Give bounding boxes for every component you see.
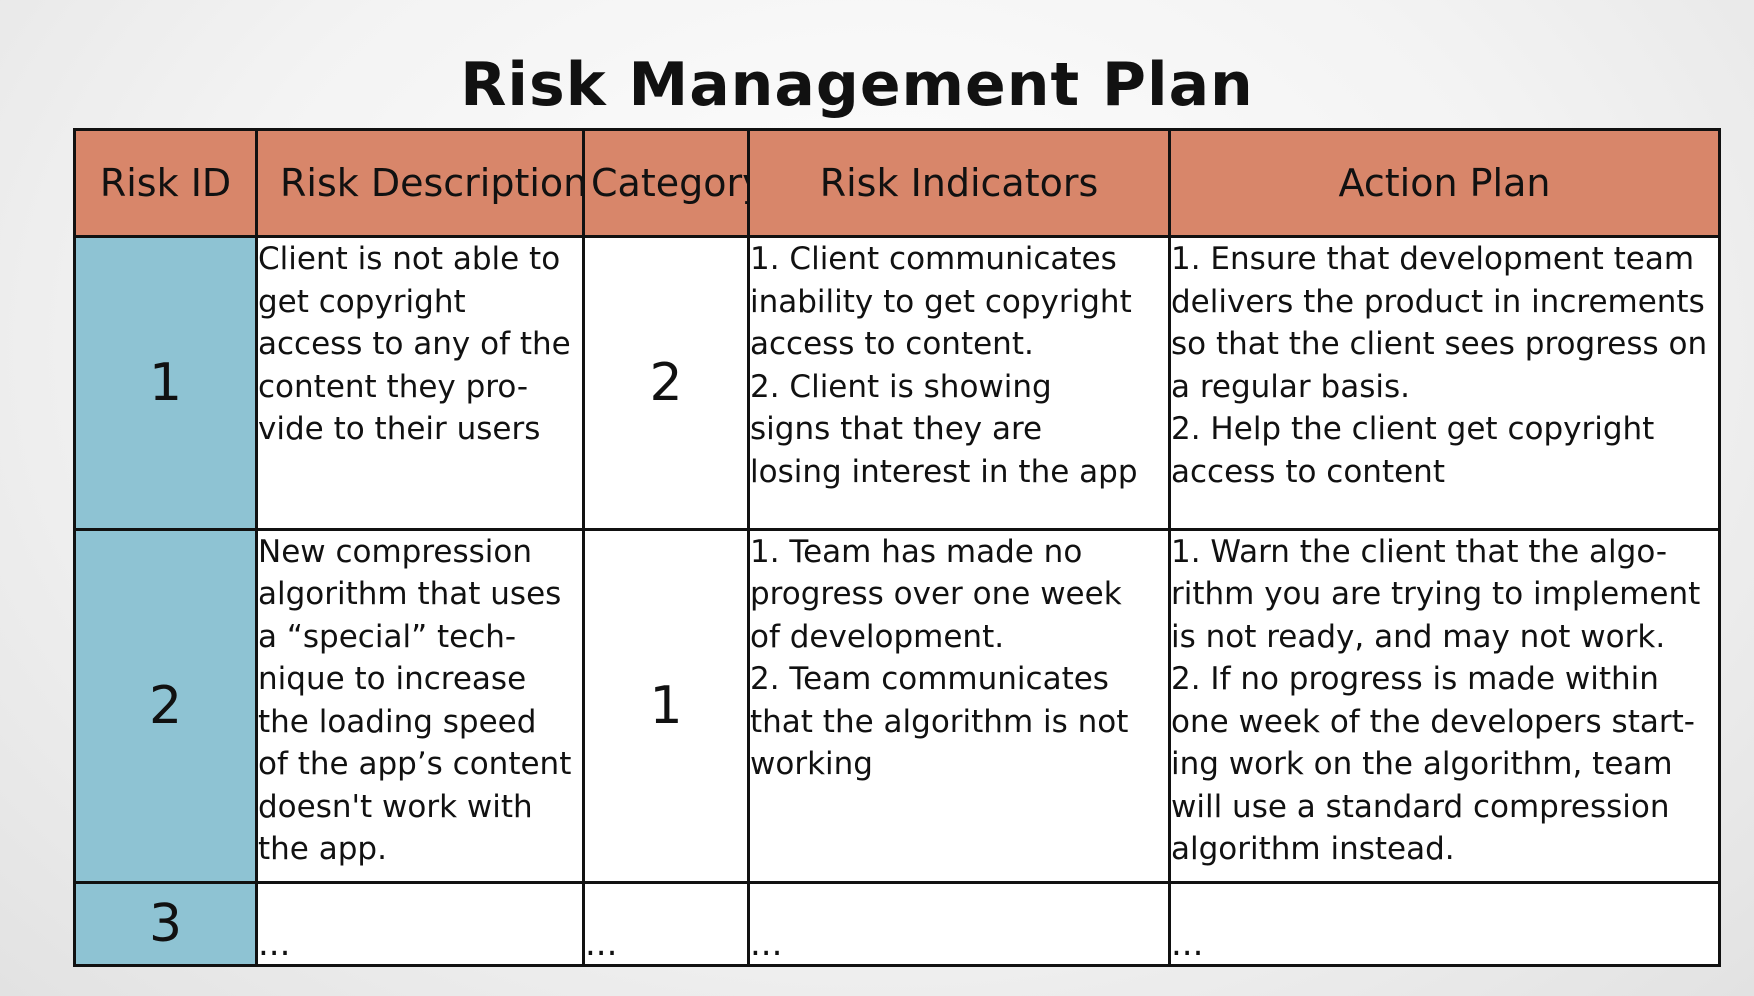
header-action-plan: Action Plan bbox=[1168, 128, 1721, 238]
action-plan-line: access to content bbox=[1171, 453, 1445, 490]
risk-indicators-line: access to content. bbox=[750, 326, 1034, 362]
action-plan-line: will use a standard compression bbox=[1171, 788, 1670, 825]
header-category: Category bbox=[582, 128, 750, 238]
risk-description-line: the loading speed bbox=[258, 703, 537, 740]
header-risk-indicators: Risk Indicators bbox=[747, 128, 1171, 238]
risk-description-cell: New compression algorithm that uses a “s… bbox=[255, 527, 585, 884]
risk-description-cell: ... bbox=[255, 880, 585, 968]
risk-description-line: of the app’s content bbox=[258, 746, 572, 783]
action-plan-line: 2. If no progress is made within bbox=[1171, 661, 1659, 698]
risk-indicators-line: of development. bbox=[750, 618, 1005, 655]
risk-indicators-line: signs that they are bbox=[750, 411, 1043, 447]
action-plan-line: a regular basis. bbox=[1171, 368, 1410, 405]
action-plan-cell: 1. Warn the client that the algo- rithm … bbox=[1168, 527, 1721, 884]
risk-description-line: get copyright bbox=[258, 283, 466, 320]
risk-indicators-line: 1. Client communicates bbox=[750, 241, 1117, 277]
risk-description-cell: Client is not able to get copyright acce… bbox=[255, 235, 585, 531]
risk-id-cell: 3 bbox=[73, 880, 258, 968]
risk-description-line: a “special” tech- bbox=[258, 618, 517, 655]
risk-description-line: algorithm that uses bbox=[258, 576, 562, 613]
risk-indicators-cell: 1. Team has made no progress over one we… bbox=[747, 527, 1171, 884]
action-plan-line: 1. Warn the client that the algo- bbox=[1171, 533, 1668, 570]
risk-description-line: Client is not able to bbox=[258, 241, 561, 277]
action-plan-line: delivers the product in increments bbox=[1171, 283, 1705, 320]
header-risk-description: Risk Description bbox=[255, 128, 585, 238]
action-plan-cell: ... bbox=[1168, 880, 1721, 968]
category-cell: ... bbox=[582, 880, 750, 968]
risk-id-cell: 2 bbox=[73, 527, 258, 884]
page-title: Risk Management Plan bbox=[460, 50, 1254, 120]
action-plan-line: 2. Help the client get copyright bbox=[1171, 411, 1655, 447]
risk-description-line: vide to their users bbox=[258, 411, 541, 447]
action-plan-line: so that the client sees progress on bbox=[1171, 326, 1708, 362]
risk-indicators-cell: ... bbox=[747, 880, 1171, 968]
risk-id-cell: 1 bbox=[73, 235, 258, 531]
risk-description-line: New compression bbox=[258, 533, 533, 570]
risk-management-table: Risk ID Risk Description Category Risk I… bbox=[73, 128, 1721, 968]
header-risk-id: Risk ID bbox=[73, 128, 258, 238]
action-plan-cell: 1. Ensure that development team delivers… bbox=[1168, 235, 1721, 531]
risk-indicators-line: progress over one week bbox=[750, 576, 1122, 613]
action-plan-line: ing work on the algorithm, team bbox=[1171, 746, 1673, 783]
table-header-row: Risk ID Risk Description Category Risk I… bbox=[73, 128, 1721, 238]
table-row: 3 ... ... ... ... bbox=[73, 880, 1721, 968]
risk-indicators-line: inability to get copyright bbox=[750, 283, 1132, 320]
risk-description-line: the app. bbox=[258, 831, 387, 868]
risk-indicators-cell: 1. Client communicates inability to get … bbox=[747, 235, 1171, 531]
action-plan-line: algorithm instead. bbox=[1171, 831, 1455, 868]
action-plan-line: one week of the developers start- bbox=[1171, 703, 1695, 740]
action-plan-line: is not ready, and may not work. bbox=[1171, 618, 1666, 655]
risk-description-line: access to any of the bbox=[258, 326, 571, 362]
risk-indicators-line: losing interest in the app bbox=[750, 453, 1138, 490]
risk-description-line: doesn't work with bbox=[258, 788, 533, 825]
risk-indicators-line: working bbox=[750, 746, 873, 783]
risk-indicators-line: 2. Client is showing bbox=[750, 368, 1052, 405]
action-plan-line: 1. Ensure that development team bbox=[1171, 241, 1695, 277]
category-cell: 2 bbox=[582, 235, 750, 531]
table-row: 2 New compression algorithm that uses a … bbox=[73, 527, 1721, 884]
risk-description-line: content they pro- bbox=[258, 368, 529, 405]
category-cell: 1 bbox=[582, 527, 750, 884]
risk-indicators-line: 2. Team communicates bbox=[750, 661, 1109, 698]
risk-indicators-line: that the algorithm is not bbox=[750, 703, 1129, 740]
action-plan-line: rithm you are trying to implement bbox=[1171, 576, 1701, 613]
risk-indicators-line: 1. Team has made no bbox=[750, 533, 1083, 570]
risk-description-line: nique to increase bbox=[258, 661, 527, 698]
table-row: 1 Client is not able to get copyright ac… bbox=[73, 235, 1721, 531]
